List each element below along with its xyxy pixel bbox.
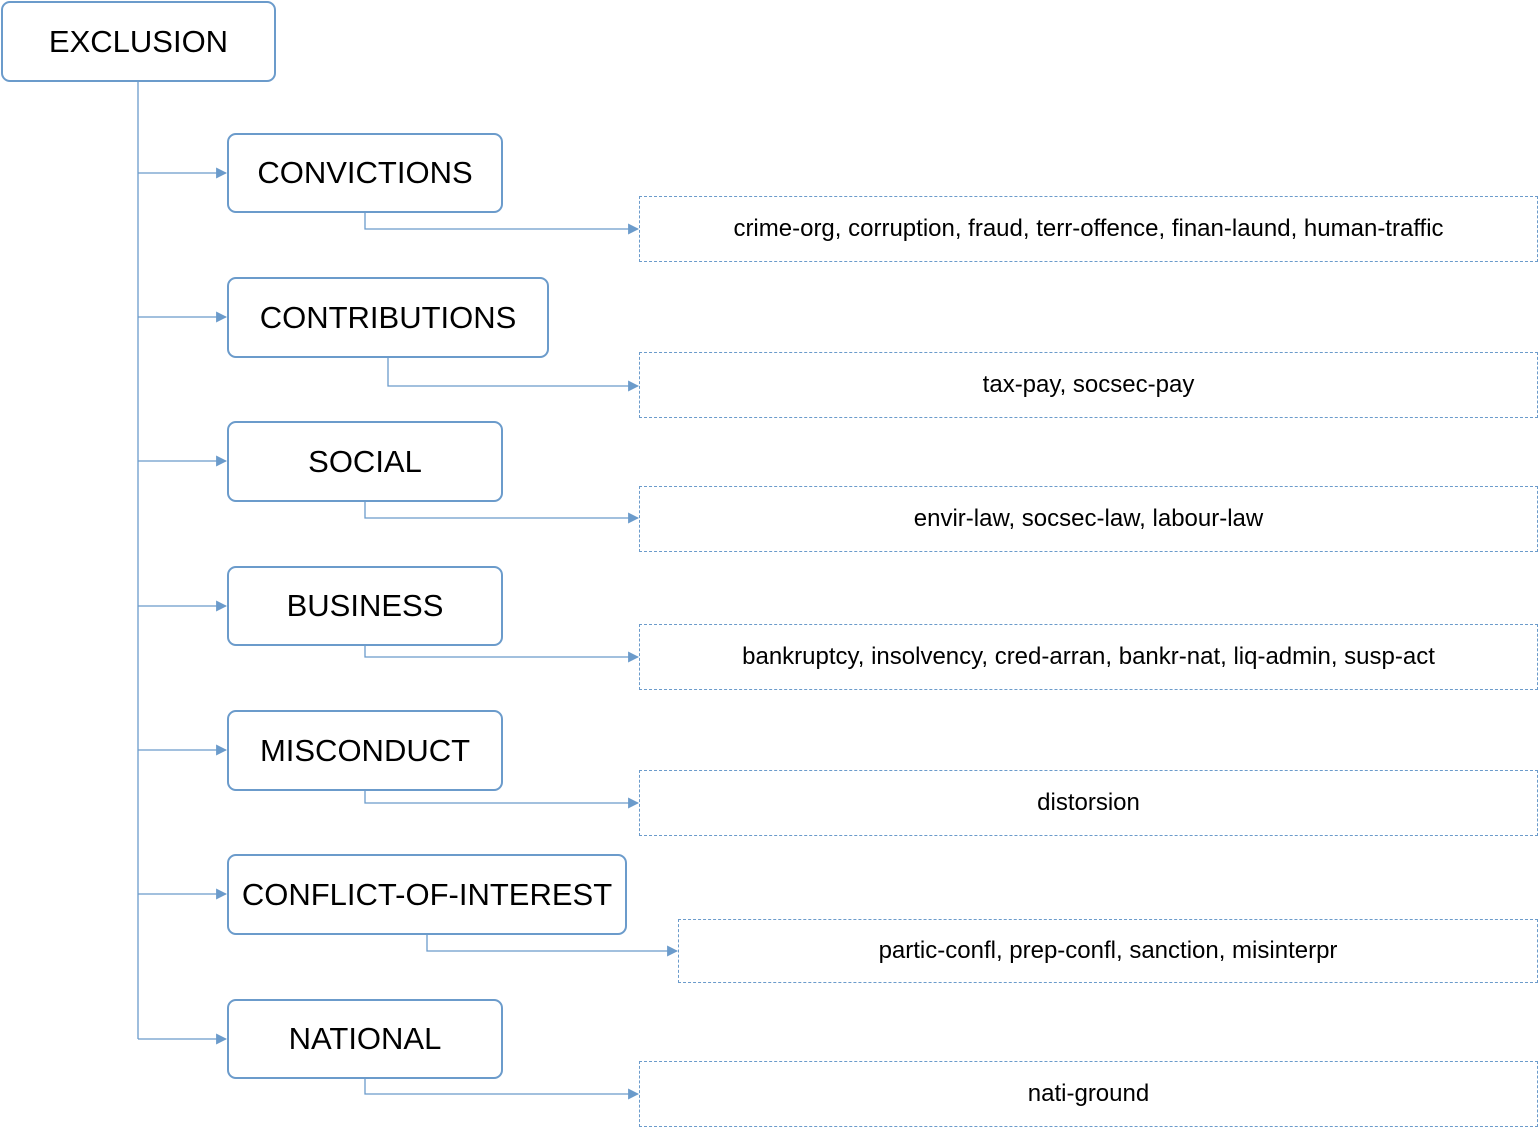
category-label: CONFLICT-OF-INTEREST [241, 876, 613, 912]
detail-arrow-convictions [364, 213, 640, 235]
category-node-social: SOCIAL [227, 421, 503, 502]
root-node-label: EXCLUSION [48, 23, 229, 59]
category-node-contributions: CONTRIBUTIONS [227, 277, 549, 358]
detail-box-misconduct: distorsion [639, 770, 1538, 836]
category-label: BUSINESS [286, 588, 444, 623]
detail-arrow-social [364, 502, 640, 524]
detail-box-conflict-of-interest: partic-confl, prep-confl, sanction, misi… [678, 919, 1538, 983]
detail-arrow-conflict-of-interest [426, 935, 679, 957]
detail-box-social: envir-law, socsec-law, labour-law [639, 486, 1538, 552]
category-label: MISCONDUCT [259, 732, 471, 768]
detail-arrow-contributions [387, 358, 640, 392]
detail-arrow-national [364, 1079, 640, 1100]
category-node-national: NATIONAL [227, 999, 503, 1079]
category-node-business: BUSINESS [227, 566, 503, 646]
detail-arrow-misconduct [364, 791, 640, 809]
detail-arrow-business [364, 646, 640, 663]
detail-text: partic-confl, prep-confl, sanction, misi… [878, 937, 1338, 964]
category-label: CONTRIBUTIONS [259, 299, 517, 335]
detail-text: bankruptcy, insolvency, cred-arran, bank… [742, 643, 1435, 670]
detail-text: nati-ground [1027, 1080, 1150, 1107]
detail-box-business: bankruptcy, insolvency, cred-arran, bank… [639, 624, 1538, 690]
detail-text: envir-law, socsec-law, labour-law [913, 505, 1264, 532]
detail-box-convictions: crime-org, corruption, fraud, terr-offen… [639, 196, 1538, 262]
detail-text: distorsion [1037, 789, 1140, 816]
detail-text: crime-org, corruption, fraud, terr-offen… [733, 215, 1444, 242]
detail-box-contributions: tax-pay, socsec-pay [639, 352, 1538, 418]
category-node-convictions: CONVICTIONS [227, 133, 503, 213]
category-node-misconduct: MISCONDUCT [227, 710, 503, 791]
category-label: NATIONAL [288, 1021, 442, 1056]
category-label: CONVICTIONS [257, 155, 473, 190]
root-node-exclusion: EXCLUSION [1, 1, 276, 82]
category-label: SOCIAL [308, 443, 422, 479]
detail-text: tax-pay, socsec-pay [982, 371, 1195, 398]
category-node-conflict-of-interest: CONFLICT-OF-INTEREST [227, 854, 627, 935]
detail-box-national: nati-ground [639, 1061, 1538, 1127]
